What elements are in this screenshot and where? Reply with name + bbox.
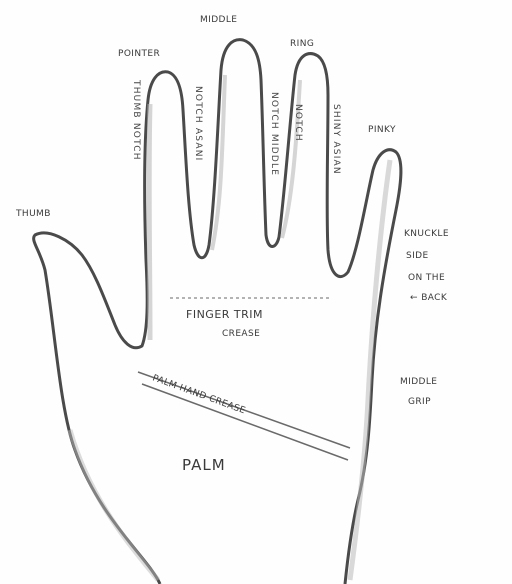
palm-crease-label: PALM HAND CREASE (151, 373, 247, 416)
crease-ring-right-label: NOTCH (293, 104, 303, 142)
crease-middle-left-label: NOTCH ASANI (193, 86, 203, 161)
label-thumb: THUMB (15, 209, 51, 219)
finger-trim-label: FINGER TRIM (186, 308, 263, 321)
crease-pointer-label: THUMB NOTCH (131, 79, 141, 161)
middle-grip-label: MIDDLE (400, 377, 437, 387)
hand-shading (70, 430, 158, 580)
hand-shading (350, 160, 390, 580)
grip-label: GRIP (408, 397, 431, 407)
crease-label: CREASE (222, 329, 260, 339)
label-pointer: POINTER (118, 49, 160, 59)
knuckle-on-label: ON THE (408, 273, 445, 283)
label-middle: MIDDLE (200, 15, 237, 25)
knuckle-side-label: SIDE (406, 251, 429, 261)
knuckle-back-label: ← BACK (410, 293, 448, 303)
hand-shading (149, 104, 150, 340)
label-pinky: PINKY (368, 125, 396, 135)
knuckle-label: KNUCKLE (404, 229, 449, 239)
crease-ring-label: SHINY ASIAN (331, 104, 341, 175)
crease-middle-right-label: NOTCH MIDDLE (269, 92, 279, 176)
label-ring: RING (290, 39, 314, 49)
palm-label: PALM (182, 456, 226, 474)
